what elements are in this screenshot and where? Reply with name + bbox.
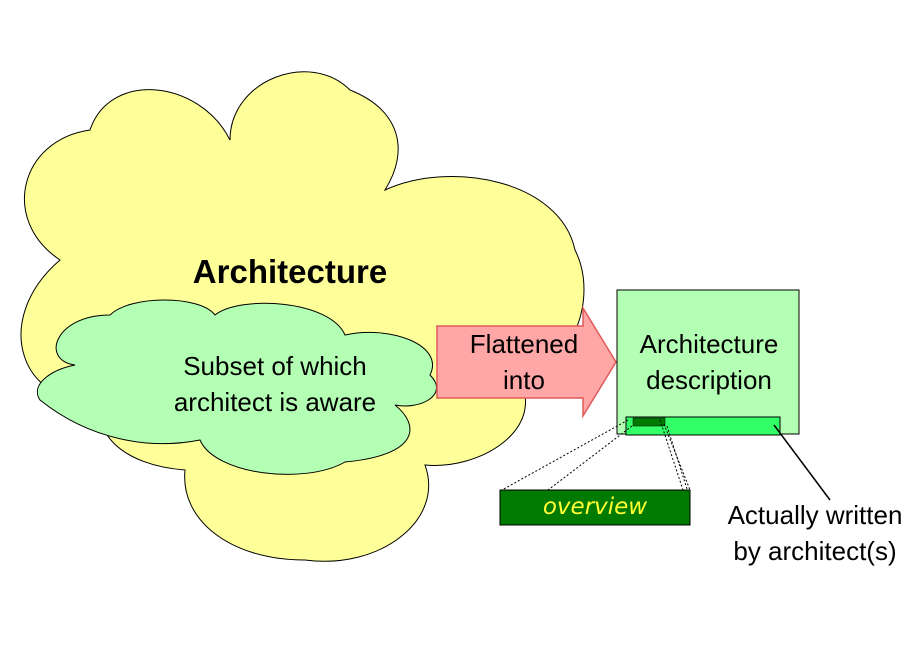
actually-written-line-1: Actually written [727, 500, 903, 530]
zoom-lines [501, 419, 691, 493]
architecture-label: Architecture [140, 252, 440, 292]
overview-label: overview [500, 489, 690, 525]
flattened-into-label: Flattened into [436, 326, 612, 398]
aware-subset-label: Subset of which architect is aware [110, 348, 440, 420]
overview-box [499, 489, 691, 526]
architecture-title: Architecture [192, 253, 388, 290]
callout-line [773, 424, 831, 501]
aware-subset-line-1: Subset of which [183, 351, 367, 381]
overview-text: overview [542, 494, 648, 520]
overview-segment [632, 417, 666, 427]
actually-written-label: Actually written by architect(s) [700, 497, 920, 569]
description-line-2: description [646, 365, 772, 395]
description-line-1: Architecture [639, 329, 779, 359]
flatten-arrow [436, 305, 617, 419]
actually-written-line-2: by architect(s) [733, 536, 897, 566]
flattened-line-1: Flattened [469, 329, 579, 359]
aware-cloud [37, 299, 437, 475]
aware-subset-line-2: architect is aware [173, 387, 377, 417]
architecture-description-box [616, 289, 800, 435]
architecture-description-label: Architecture description [618, 326, 800, 398]
flattened-line-2: into [503, 365, 545, 395]
